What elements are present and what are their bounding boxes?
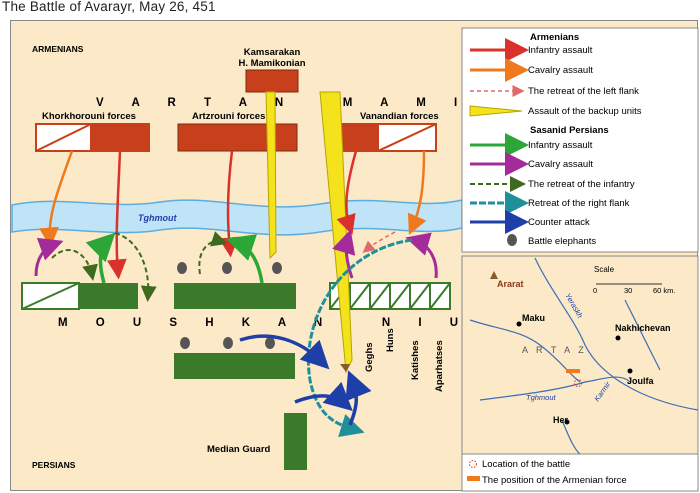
svg-text:Cavalry assault: Cavalry assault xyxy=(528,159,593,170)
vanandian-label: Vanandian forces xyxy=(360,111,439,122)
red-arrow-3 xyxy=(336,150,358,236)
svg-text:0: 0 xyxy=(593,286,597,295)
orange-arrow-2 xyxy=(407,150,427,235)
dgreen-retreat-3 xyxy=(198,231,228,275)
elephants xyxy=(177,262,282,349)
svg-text:Infantry assault: Infantry assault xyxy=(528,140,593,151)
river-label: Tghmout xyxy=(138,213,177,223)
svg-text:The retreat of the left flank: The retreat of the left flank xyxy=(528,86,639,97)
khorkhorouni-unit xyxy=(35,123,150,152)
city-her: Her xyxy=(553,415,569,425)
purple-arrow-1 xyxy=(34,237,64,277)
note-battle-location: Location of the battle xyxy=(482,459,570,470)
river-tghmout xyxy=(11,199,463,236)
blue-counter-1 xyxy=(239,334,330,370)
tribe-geghs: Geghs xyxy=(364,342,375,372)
note-armenian-force: The position of the Armenian force xyxy=(482,475,627,486)
svg-text:Cavalry assault: Cavalry assault xyxy=(528,65,593,76)
blue-counter-3 xyxy=(345,370,372,426)
legend-elephant-icon xyxy=(507,234,517,246)
median-guard-unit xyxy=(284,413,307,470)
svg-text:Assault of the backup units: Assault of the backup units xyxy=(528,106,642,117)
scale-title: Scale xyxy=(594,265,615,274)
tribe-huns: Huns xyxy=(385,328,396,352)
tribe-katishes: Katishes xyxy=(410,340,421,380)
inset-ararat: Ararat xyxy=(497,279,524,289)
legend-persians-heading: Sasanid Persians xyxy=(530,125,609,136)
river-tghmout-inset: Tghmout xyxy=(526,393,557,402)
city-joulfa: Joulfa xyxy=(627,376,654,386)
purple-arrow-3 xyxy=(405,232,438,279)
vanandian-unit xyxy=(327,123,437,152)
city-maku: Maku xyxy=(522,313,545,323)
khorkhorouni-label: Khorkhorouni forces xyxy=(42,111,136,122)
orange-arrow-1 xyxy=(39,150,74,248)
svg-text:Infantry assault: Infantry assault xyxy=(528,45,593,56)
tribe-aparhatses: Aparhatses xyxy=(434,340,445,392)
persian-center-unit xyxy=(174,283,296,309)
svg-text:Counter attack: Counter attack xyxy=(528,217,590,228)
legend-panel xyxy=(461,27,699,253)
artzrouni-label: Artzrouni forces xyxy=(192,111,265,122)
teal-retreat xyxy=(307,238,413,437)
legend-persian-items: Infantry assault Cavalry assault The ret… xyxy=(470,133,635,247)
pink-retreat xyxy=(362,231,396,253)
legend-armenian-items: Infantry assault Cavalry assault The ret… xyxy=(469,38,642,117)
kamsarakan-label-1: Kamsarakan xyxy=(244,47,301,58)
red-arrow-2 xyxy=(218,150,239,258)
persians-label: PERSIANS xyxy=(32,460,76,470)
page-title: The Battle of Avarayr, May 26, 451 xyxy=(2,0,216,14)
ararat-icon xyxy=(490,271,498,279)
svg-text:60 km.: 60 km. xyxy=(653,286,676,295)
armenians-label: ARMENIANS xyxy=(32,44,84,54)
green-arrow-1 xyxy=(85,232,116,284)
persian-left-unit xyxy=(21,282,138,310)
green-arrow-2 xyxy=(226,234,264,284)
legend-armenians-heading: Armenians xyxy=(530,32,579,43)
svg-text:The retreat of the infantry: The retreat of the infantry xyxy=(528,179,635,190)
median-guard-label: Median Guard xyxy=(207,444,271,455)
svg-text:Retreat of the right flank: Retreat of the right flank xyxy=(528,198,630,209)
backup-assault-center xyxy=(265,91,277,260)
city-nakhichevan: Nakhichevan xyxy=(615,323,671,333)
blue-counter-2 xyxy=(294,381,353,412)
inset-map xyxy=(461,255,699,455)
svg-text:30: 30 xyxy=(624,286,632,295)
svg-text:Battle elephants: Battle elephants xyxy=(528,236,596,247)
kamsarakan-unit xyxy=(245,69,299,93)
purple-arrow-2 xyxy=(332,229,356,279)
region-artaz: A R T A Z xyxy=(522,345,587,355)
red-arrow-1 xyxy=(106,150,127,280)
persian-reserve-unit xyxy=(174,353,295,379)
kamsarakan-label-2: H. Mamikonian xyxy=(238,58,305,69)
dgreen-retreat-2 xyxy=(114,232,157,302)
artzrouni-unit xyxy=(177,123,298,152)
dgreen-retreat-1 xyxy=(51,248,98,281)
